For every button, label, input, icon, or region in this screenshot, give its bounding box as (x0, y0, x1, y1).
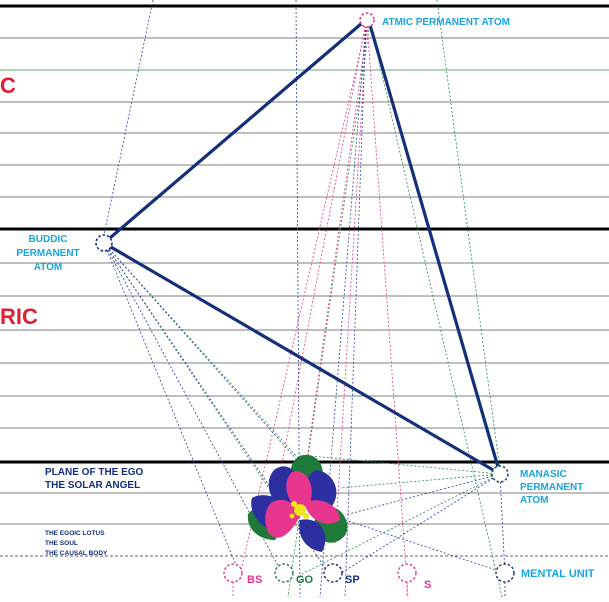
go-label: GO (296, 574, 314, 586)
manasic-atom-label-line2: PERMANENT (520, 482, 583, 493)
manasic-atom-circle (491, 465, 509, 483)
dashed-line (436, 0, 501, 471)
lotus-petal-pink (306, 500, 340, 524)
lotus-center (294, 504, 306, 516)
lotus-petal-pink (265, 499, 300, 538)
dashed-line (337, 473, 501, 576)
spiritual-triad-triangle (101, 15, 503, 478)
dashed-line (103, 242, 241, 576)
manasic-rays (299, 454, 506, 576)
dashed-line (103, 242, 316, 481)
dashed-line (299, 21, 369, 511)
buddhic-rays (103, 242, 331, 576)
dashed-line (103, 242, 331, 576)
lotus-center-dot (289, 513, 295, 519)
dashed-line (499, 473, 506, 576)
mental-unit-label: MENTAL UNIT (521, 568, 595, 580)
dashed-line (366, 21, 409, 598)
upper-plane-label: C (0, 73, 16, 98)
egoic-lotus (247, 454, 348, 552)
lotus-center-dot (291, 501, 297, 507)
buddhic-atom-circle (95, 234, 113, 252)
dashed-line (369, 21, 503, 598)
lotus-petal-blue (305, 470, 337, 506)
bs-circle (223, 563, 243, 583)
egoic-lotus-label: THE EGOIC LOTUS (45, 530, 105, 537)
dashed-line (103, 242, 284, 576)
dashed-line (344, 473, 501, 516)
s-circle (397, 563, 417, 583)
atmic-atom-circle (359, 12, 375, 28)
solar-angel-label: THE SOLAR ANGEL (45, 480, 140, 491)
dashed-line (344, 519, 506, 574)
dashed-line (344, 21, 367, 598)
bs-label: BS (247, 574, 262, 586)
dashed-line (102, 0, 154, 241)
ego-plane-label: PLANE OF THE EGO (45, 467, 144, 478)
causal-body-label: THE CAUSAL BODY (45, 550, 108, 557)
manasic-atom-label-line1: MANASIC (520, 469, 567, 480)
subplane-lines (0, 37, 609, 525)
dashed-line (299, 473, 501, 576)
sp-circle (323, 563, 343, 583)
atmic-atom-label: ATMIC PERMANENT ATOM (382, 17, 510, 28)
go-circle (274, 563, 294, 583)
buddhic-atom-label-line2: PERMANENT (16, 248, 79, 259)
s-label: S (424, 579, 431, 591)
mental-unit-circle (495, 563, 515, 583)
dashed-line (103, 242, 301, 461)
unit-drops (232, 582, 506, 597)
dashed-line (339, 473, 501, 489)
soul-label: THE SOUL (45, 540, 78, 547)
plane-boundaries (0, 4, 609, 464)
buddhic-atom-label-line1: BUDDIC (29, 234, 68, 245)
sp-label: SP (345, 574, 360, 586)
middle-plane-label: RIC (0, 304, 38, 329)
dashed-line (299, 454, 501, 475)
dashed-line (239, 21, 368, 576)
buddhic-atom-label-line3: ATOM (34, 262, 63, 273)
lotus-petal-pink (286, 471, 312, 510)
dashed-line (274, 21, 367, 501)
lotus-petal-blue (299, 519, 326, 552)
manasic-atom-label-line3: ATOM (520, 495, 549, 506)
lotus-center-dot (303, 513, 309, 519)
dashed-line (334, 21, 368, 546)
